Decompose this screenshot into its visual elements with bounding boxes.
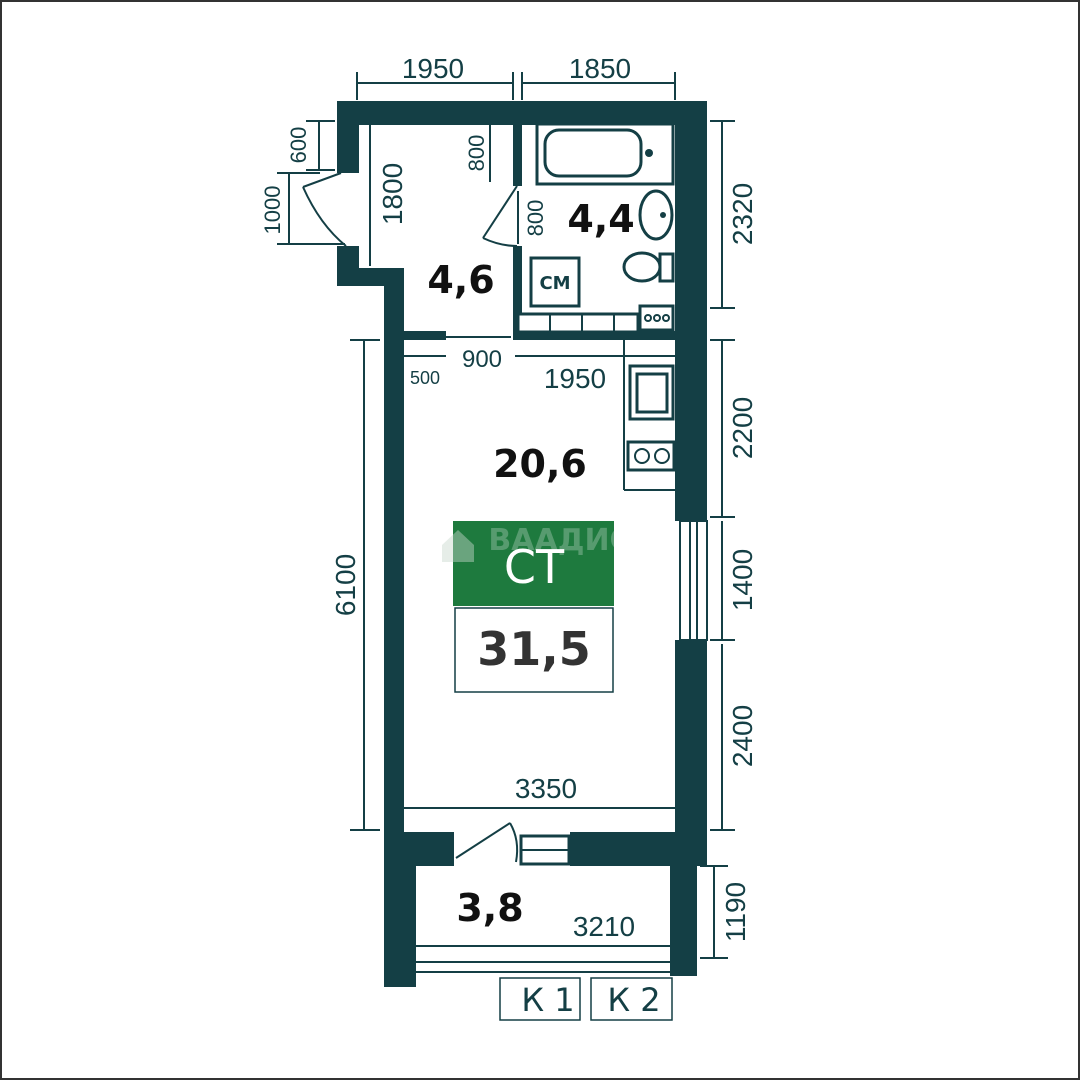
watermark-text: ВААДИС (488, 523, 631, 558)
balcony-door (455, 822, 519, 863)
bathtub-icon (535, 122, 675, 186)
balcony-area: 3,8 (456, 886, 523, 930)
washer-label: СМ (539, 273, 570, 294)
main-room-area: 20,6 (493, 442, 587, 486)
k1-button[interactable]: К 1 (499, 977, 581, 1021)
dimension-lines (277, 72, 735, 959)
dim-right-2320: 2320 (727, 183, 758, 245)
dim-top-right: 1850 (569, 53, 631, 84)
dim-right-2400: 2400 (727, 705, 758, 767)
k2-label: К 2 (607, 981, 660, 1019)
k2-button[interactable]: К 2 (590, 977, 673, 1021)
balcony-vent (519, 834, 571, 866)
dim-left-600: 600 (286, 127, 311, 164)
washing-machine-icon: СМ (529, 256, 581, 308)
bath-area: 4,4 (567, 197, 634, 241)
apartment-badge: ВААДИС СТ 31,5 (442, 521, 632, 693)
dim-bath-800-door: 800 (523, 200, 548, 237)
dim-bath-800-top: 800 (464, 135, 489, 172)
walls (337, 101, 707, 987)
dim-900: 900 (462, 346, 502, 373)
badge-type-box (453, 521, 614, 606)
sink-icon (638, 189, 674, 241)
kitchen-sink-icon (628, 364, 675, 421)
dim-3210: 3210 (573, 911, 635, 942)
balcony-glazing (416, 961, 670, 973)
dim-right-1190: 1190 (720, 882, 751, 942)
dim-1950: 1950 (544, 363, 606, 394)
watermark-house-icon (442, 530, 474, 562)
dim-left-6100: 6100 (330, 554, 361, 616)
stove-icon (626, 440, 676, 472)
hall-area: 4,6 (427, 258, 494, 302)
dim-500: 500 (410, 368, 440, 388)
badge-total-area: 31,5 (477, 622, 591, 676)
dim-top-left: 1950 (402, 53, 464, 84)
toilet-icon (622, 251, 675, 283)
dim-hall-1800: 1800 (377, 163, 408, 225)
badge-type: СТ (504, 540, 565, 594)
entrance-door (302, 172, 347, 247)
k1-label: К 1 (521, 981, 574, 1019)
dim-3350: 3350 (515, 773, 577, 804)
badge-area-box (454, 607, 614, 693)
window-right (679, 520, 708, 641)
shelf-unit (516, 304, 675, 334)
dim-right-1400: 1400 (727, 549, 758, 611)
bath-door (482, 185, 518, 247)
dim-left-1000: 1000 (260, 186, 285, 235)
dim-right-2200: 2200 (727, 397, 758, 459)
